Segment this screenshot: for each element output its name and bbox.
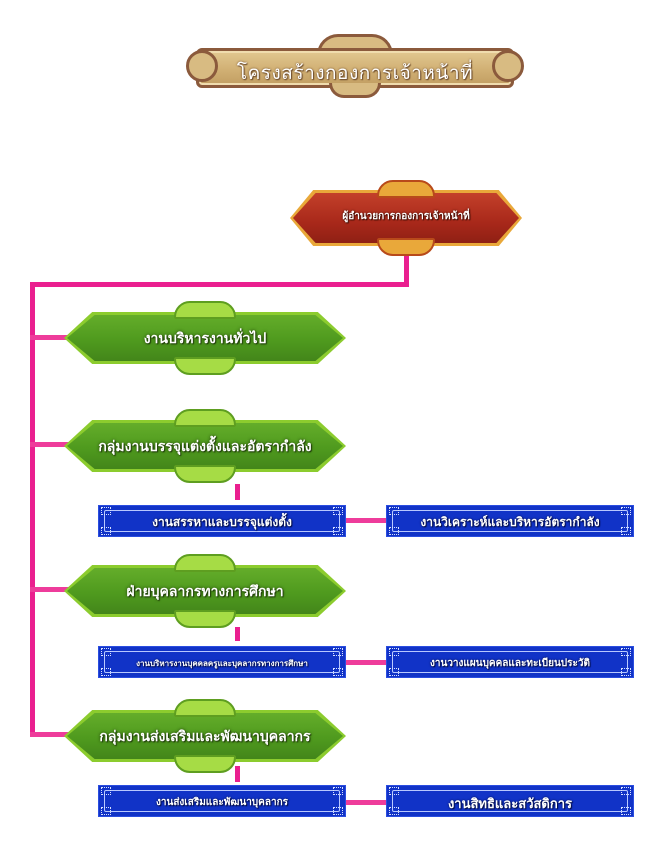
group-top-ornament — [174, 554, 236, 572]
corner-flourish-icon — [333, 648, 343, 656]
unit-frame — [392, 651, 628, 673]
unit-box: งานวิเคราะห์และบริหารอัตรากำลัง — [386, 505, 634, 537]
unit-frame — [104, 790, 340, 812]
group-top-ornament — [174, 301, 236, 319]
corner-flourish-icon — [333, 787, 343, 795]
corner-flourish-icon — [333, 507, 343, 515]
corner-flourish-icon — [101, 668, 111, 676]
group-box-recruitment: กลุ่มงานบรรจุแต่งตั้งและอัตรากำลัง — [64, 409, 346, 483]
corner-flourish-icon — [389, 668, 399, 676]
corner-flourish-icon — [333, 527, 343, 535]
corner-flourish-icon — [101, 648, 111, 656]
unit-box: งานบริหารงานบุคคลครูและบุคลากรทางการศึกษ… — [98, 646, 346, 678]
unit-label: งานบริหารงานบุคคลครูและบุคลากรทางการศึกษ… — [136, 659, 308, 668]
unit-frame — [104, 651, 340, 673]
corner-flourish-icon — [101, 527, 111, 535]
corner-flourish-icon — [621, 507, 631, 515]
corner-flourish-icon — [621, 527, 631, 535]
connector-to-group-3 — [30, 587, 70, 592]
unit-frame — [392, 790, 628, 812]
unit-label: งานวางแผนบุคคลและทะเบียนประวัติ — [429, 658, 590, 669]
group-bottom-ornament — [174, 357, 236, 375]
unit-label: งานสรรหาและบรรจุแต่งตั้ง — [152, 515, 292, 529]
group-label: กลุ่มงานส่งเสริมและพัฒนาบุคลากร — [99, 729, 311, 745]
group-label: กลุ่มงานบรรจุแต่งตั้งและอัตรากำลัง — [98, 439, 312, 455]
corner-flourish-icon — [621, 648, 631, 656]
director-top-ornament — [377, 180, 435, 198]
director-fill — [293, 193, 519, 243]
corner-flourish-icon — [333, 807, 343, 815]
group-box-development: กลุ่มงานส่งเสริมและพัฒนาบุคลากร — [64, 699, 346, 773]
director-label: ผู้อำนวยการกองการเจ้าหน้าที่ — [342, 211, 470, 222]
corner-flourish-icon — [101, 807, 111, 815]
group-label: งานบริหารงานทั่วไป — [143, 331, 267, 347]
banner-scroll-right-ornament — [492, 50, 524, 82]
unit-frame — [104, 510, 340, 532]
group-fill — [67, 713, 343, 759]
connector-director-down — [404, 244, 409, 286]
connector-unit-2a-to-2b — [346, 518, 386, 523]
connector-to-group-2 — [30, 442, 70, 447]
unit-box: งานสิทธิและสวัสดิการ — [386, 785, 634, 817]
chart-title: โครงสร้างกองการเจ้าหน้าที่ — [236, 62, 474, 84]
director-bottom-ornament — [377, 238, 435, 256]
group-bottom-ornament — [174, 755, 236, 773]
corner-flourish-icon — [101, 787, 111, 795]
corner-flourish-icon — [389, 507, 399, 515]
group-box-general-admin: งานบริหารงานทั่วไป — [64, 301, 346, 375]
unit-label: งานวิเคราะห์และบริหารอัตรากำลัง — [420, 515, 600, 529]
corner-flourish-icon — [389, 807, 399, 815]
group-fill — [67, 423, 343, 469]
group-box-education-personnel: ฝ่ายบุคลากรทางการศึกษา — [64, 554, 346, 628]
group-fill — [67, 568, 343, 614]
corner-flourish-icon — [389, 787, 399, 795]
connector-group-4-to-unit — [235, 766, 240, 782]
corner-flourish-icon — [621, 807, 631, 815]
corner-flourish-icon — [389, 527, 399, 535]
director-box: ผู้อำนวยการกองการเจ้าหน้าที่ — [290, 180, 522, 256]
connector-unit-4a-to-4b — [346, 800, 386, 805]
connector-to-group-1 — [30, 335, 70, 340]
connector-to-group-4 — [30, 732, 70, 737]
group-top-ornament — [174, 699, 236, 717]
banner-scroll-left-ornament — [186, 50, 218, 82]
group-top-ornament — [174, 409, 236, 427]
unit-label: งานส่งเสริมและพัฒนาบุคลากร — [155, 797, 289, 808]
unit-frame — [392, 510, 628, 532]
connector-group-2-to-unit — [235, 484, 240, 500]
group-bottom-ornament — [174, 465, 236, 483]
unit-box: งานสรรหาและบรรจุแต่งตั้ง — [98, 505, 346, 537]
unit-box: งานส่งเสริมและพัฒนาบุคลากร — [98, 785, 346, 817]
group-fill — [67, 315, 343, 361]
connector-unit-3a-to-3b — [346, 660, 386, 665]
connector-main-vertical — [30, 282, 35, 737]
unit-label: งานสิทธิและสวัสดิการ — [447, 797, 573, 812]
title-banner: โครงสร้างกองการเจ้าหน้าที่ — [186, 34, 524, 98]
corner-flourish-icon — [621, 668, 631, 676]
corner-flourish-icon — [389, 648, 399, 656]
group-bottom-ornament — [174, 610, 236, 628]
unit-box: งานวางแผนบุคคลและทะเบียนประวัติ — [386, 646, 634, 678]
connector-main-horizontal — [30, 282, 409, 287]
corner-flourish-icon — [101, 507, 111, 515]
connector-group-3-to-unit — [235, 627, 240, 641]
corner-flourish-icon — [621, 787, 631, 795]
group-label: ฝ่ายบุคลากรทางการศึกษา — [126, 584, 284, 600]
corner-flourish-icon — [333, 668, 343, 676]
